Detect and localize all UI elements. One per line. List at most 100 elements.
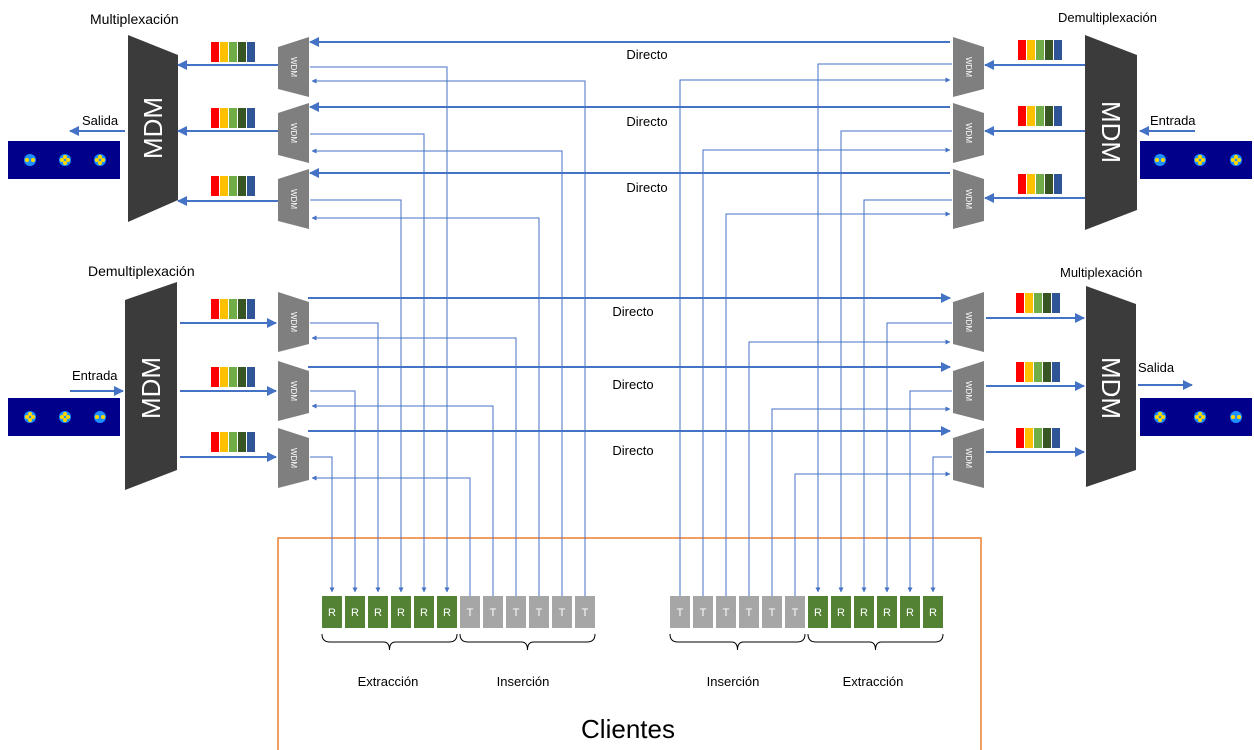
receiver-port — [437, 596, 457, 628]
wdm-filter — [278, 428, 309, 488]
wdm-filter — [953, 361, 984, 421]
transmitter-label: T — [490, 607, 497, 619]
wdm-filter — [953, 169, 984, 229]
drop-line — [861, 199, 952, 593]
wdm-label: WDM — [289, 57, 298, 77]
wavelength-bar — [229, 367, 237, 387]
add-line — [311, 215, 540, 596]
transmitter-port — [739, 596, 759, 628]
receiver-label: R — [443, 607, 451, 619]
add-line — [311, 475, 471, 596]
receiver-label: R — [351, 607, 359, 619]
wavelength-bar — [211, 367, 219, 387]
wavelength-bar — [1034, 362, 1042, 382]
wdm-filter — [278, 169, 309, 229]
add-line — [794, 471, 951, 596]
fiber-mode-icon — [1230, 411, 1242, 423]
transmitter-port — [552, 596, 572, 628]
drop-line — [310, 456, 335, 593]
wdm-label: WDM — [964, 448, 973, 468]
wavelength-bar — [229, 176, 237, 196]
transmitter-label: T — [536, 607, 543, 619]
wavelength-bar — [229, 42, 237, 62]
fiber-mode-icon — [1154, 154, 1166, 166]
drop-line — [815, 63, 952, 593]
group-label-extraction: Extracción — [358, 674, 419, 689]
wavelength-bar — [247, 367, 255, 387]
drop-line — [907, 390, 952, 593]
wavelength-bar — [238, 176, 246, 196]
transmitter-label: T — [582, 607, 589, 619]
direct-label: Directo — [612, 304, 653, 319]
receiver-label: R — [397, 607, 405, 619]
direct-label: Directo — [626, 114, 667, 129]
mdm-top-left — [128, 35, 178, 222]
wavelength-bar — [238, 299, 246, 319]
drop-line — [884, 322, 952, 593]
top-left-title: Multiplexación — [90, 11, 179, 27]
wavelength-bar — [1052, 362, 1060, 382]
brace-left-insertion — [459, 633, 596, 651]
wdm-label: WDM — [289, 189, 298, 209]
fiber-mode-icon — [94, 411, 106, 423]
add-line — [311, 335, 517, 596]
clients-box — [277, 537, 982, 750]
fiber-panel-top-right — [1140, 141, 1252, 179]
transmitter-label: T — [559, 607, 566, 619]
group-label-extraction: Extracción — [843, 674, 904, 689]
fiber-mode-icon — [59, 154, 71, 166]
wavelength-bar — [1025, 362, 1033, 382]
brace-left-extraction — [321, 633, 458, 651]
drop-line — [310, 390, 358, 593]
wdm-filter — [953, 37, 984, 97]
receiver-label: R — [929, 607, 937, 619]
bottom-right-title: Multiplexación — [1060, 265, 1142, 280]
receiver-label: R — [883, 607, 891, 619]
receiver-port — [391, 596, 411, 628]
wdm-filter — [278, 361, 309, 421]
wavelength-bar — [211, 42, 219, 62]
wdm-label: WDM — [289, 448, 298, 468]
wdm-label: WDM — [964, 312, 973, 332]
wdm-label: WDM — [964, 381, 973, 401]
wavelength-bar — [1045, 174, 1053, 194]
bottom-left-title: Demultiplexación — [88, 263, 195, 279]
wavelength-bar — [1052, 428, 1060, 448]
wavelength-bar — [1025, 293, 1033, 313]
wavelength-bar — [211, 432, 219, 452]
transmitter-port — [506, 596, 526, 628]
brace-right-insertion — [669, 633, 806, 651]
direct-label: Directo — [626, 180, 667, 195]
mdm-bottom-left-label: MDM — [136, 357, 166, 419]
mdm-top-right-label: MDM — [1096, 101, 1126, 163]
fiber-mode-icon — [94, 154, 106, 166]
wdm-filter — [953, 428, 984, 488]
drop-line — [930, 456, 952, 593]
fiber-panel-bottom-left — [8, 398, 120, 436]
receiver-label: R — [328, 607, 336, 619]
wdm-label: WDM — [289, 123, 298, 143]
wavelength-bar — [238, 42, 246, 62]
transmitter-port — [460, 596, 480, 628]
wavelength-bar — [247, 108, 255, 128]
entrada-label-top-right: Entrada — [1150, 113, 1196, 128]
wavelength-bar — [1025, 428, 1033, 448]
drop-line — [310, 66, 450, 593]
wavelength-bar — [1054, 174, 1062, 194]
wdm-filter — [278, 103, 309, 163]
wavelength-bar — [1052, 293, 1060, 313]
wdm-filter — [278, 292, 309, 352]
wdm-label: WDM — [964, 123, 973, 143]
receiver-label: R — [837, 607, 845, 619]
mdm-top-right — [1085, 35, 1137, 230]
transmitter-label: T — [513, 607, 520, 619]
wavelength-bar — [1036, 40, 1044, 60]
transmitter-label: T — [677, 607, 684, 619]
entrada-label-bottom-left: Entrada — [72, 368, 118, 383]
wdm-label: WDM — [964, 189, 973, 209]
wavelength-bar — [1045, 106, 1053, 126]
add-line — [311, 403, 494, 596]
wdm-label: WDM — [964, 57, 973, 77]
